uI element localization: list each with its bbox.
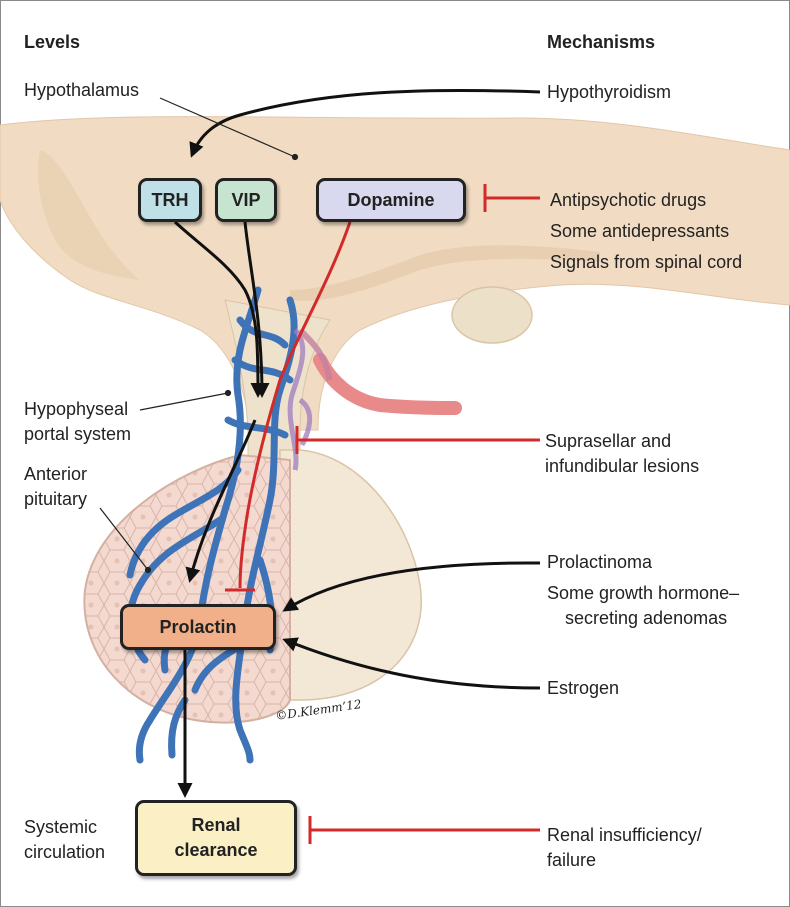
trh-arrow [173, 220, 266, 398]
antidepressants-label: Some antidepressants [550, 221, 730, 241]
dopamine-path [238, 221, 352, 589]
systemic-label-line2: circulation [24, 842, 106, 862]
renal-box-line1: Renal [191, 815, 241, 835]
gh-adenoma-label-line2: secreting adenomas [565, 608, 728, 628]
suprasellar-label-line1: Suprasellar and [545, 431, 672, 451]
portal-label-line1: Hypophyseal [24, 399, 129, 419]
inhibitory-lines [225, 184, 540, 844]
anterior-pituitary-tissue [83, 453, 291, 724]
stimulatory-arrows [173, 88, 541, 798]
leader-lines [99, 97, 299, 574]
posterior-pituitary [279, 449, 422, 701]
mammillary-body [451, 286, 533, 344]
estrogen-label: Estrogen [547, 678, 620, 698]
systemic-label-line1: Systemic [24, 817, 98, 837]
suprasellar-label-line2: infundibular lesions [545, 456, 700, 476]
vip-arrow [243, 221, 270, 398]
optic-recess [38, 150, 140, 280]
portal-to-prolactin-arrow [185, 419, 257, 583]
trh-box: TRH [138, 178, 202, 222]
portal-leader [139, 392, 229, 411]
prolactin-box: Prolactin [120, 604, 276, 650]
renal-insufficiency-label-line1: Renal insufficiency/ [547, 825, 702, 845]
antipsychotic-label: Antipsychotic drugs [550, 190, 707, 210]
pituitary-label-line1: Anterior [24, 464, 88, 484]
estrogen-arrow [282, 637, 541, 690]
portal-label-line2: portal system [24, 424, 132, 444]
pituitary-label-line2: pituitary [24, 489, 88, 509]
hypothalamus-label: Hypothalamus [24, 80, 140, 100]
prolactinoma-label: Prolactinoma [547, 552, 653, 572]
gh-adenoma-label-line1: Some growth hormone– [547, 583, 740, 603]
vip-box: VIP [215, 178, 277, 222]
hypothyroidism-label: Hypothyroidism [547, 82, 672, 102]
renal-insufficiency-label-line2: failure [547, 850, 597, 870]
artery [313, 353, 462, 415]
renal-box-line2: clearance [174, 840, 258, 860]
spinal-signals-label: Signals from spinal cord [550, 252, 743, 272]
tissue-fold [290, 245, 600, 301]
dopamine-box: Dopamine [316, 178, 466, 222]
levels-header: Levels [24, 32, 81, 52]
renal-clearance-box: Renal clearance [135, 800, 297, 876]
prolactinoma-arrow [282, 561, 541, 612]
mechanisms-header: Mechanisms [547, 32, 656, 52]
hypothalamus-leader [159, 97, 296, 158]
pituitary-leader [99, 507, 149, 571]
hypothyroidism-arrow [189, 88, 541, 158]
